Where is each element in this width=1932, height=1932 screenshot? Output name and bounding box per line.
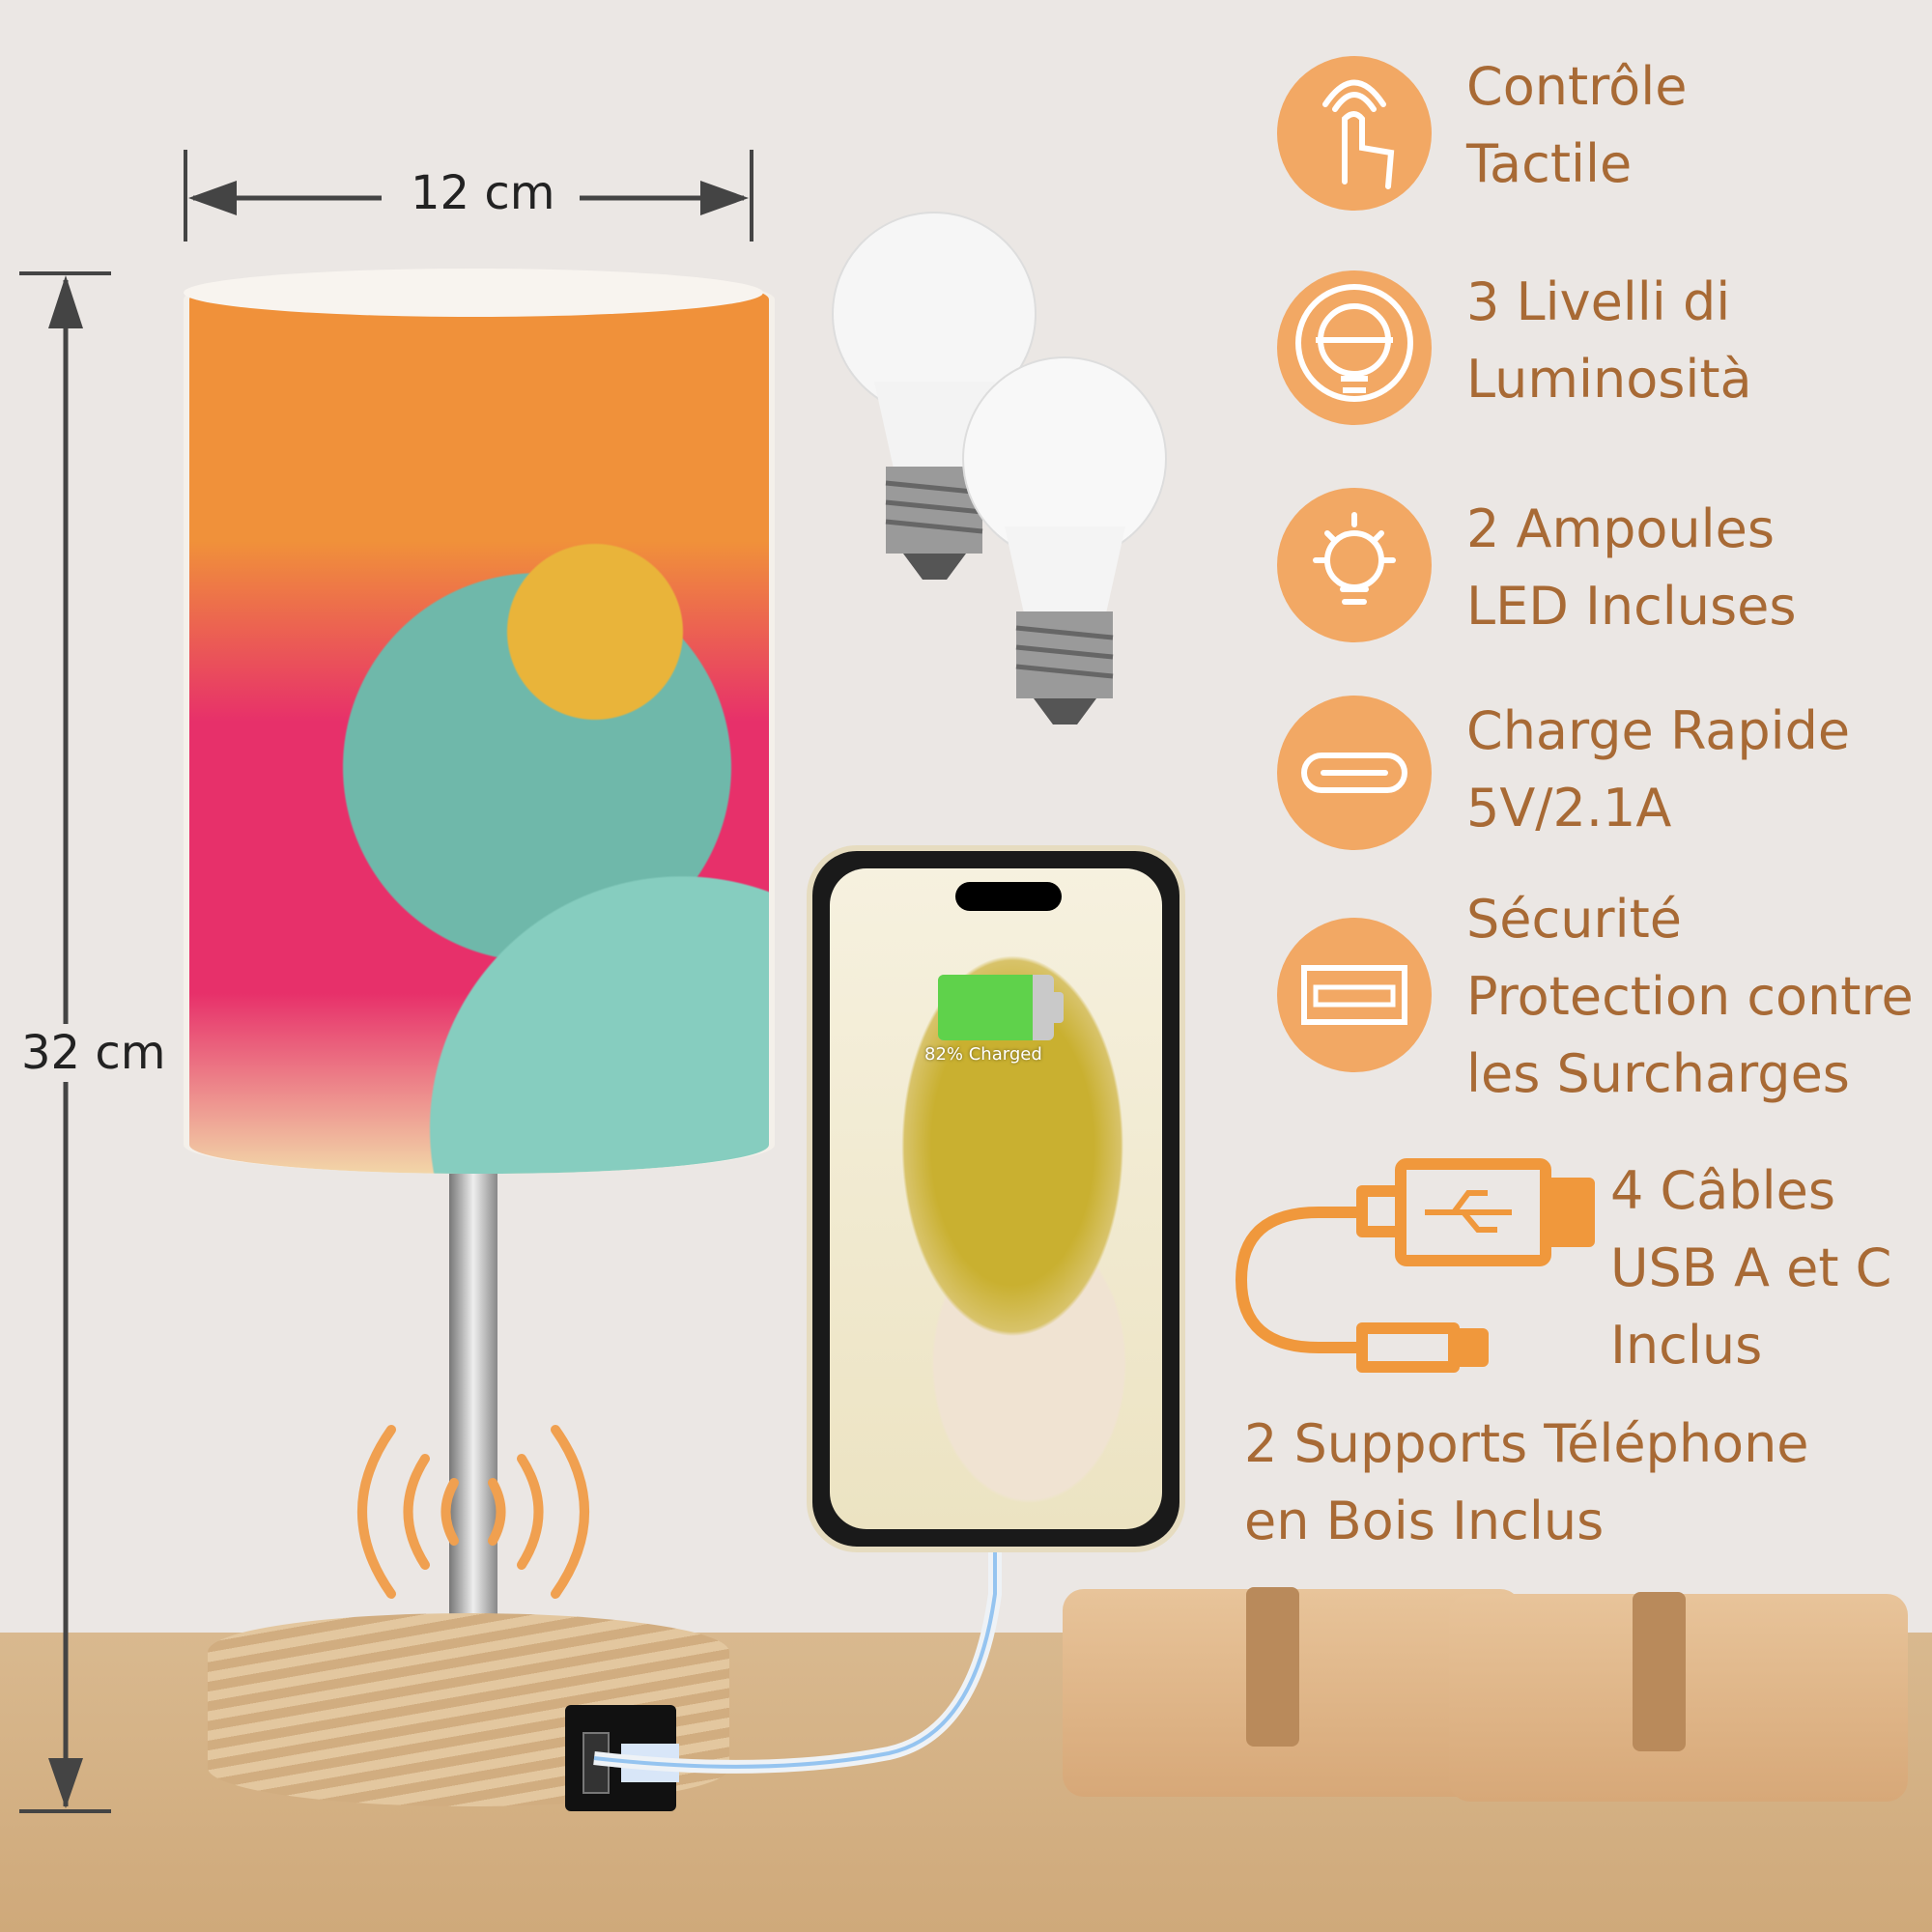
stand-slot [1246, 1587, 1299, 1747]
wooden-phone-stand-2 [1449, 1592, 1908, 1802]
feature-safety-text: Sécurité Protection contre les Surcharge… [1466, 889, 1914, 1104]
smartphone: 82% Charged [807, 845, 1185, 1552]
supports-text: 2 Supports Téléphone en Bois Inclus [1244, 1413, 1809, 1551]
light-bulb-icon [1277, 488, 1432, 642]
feature-brightness-text: 3 Livelli di Luminosità [1466, 271, 1752, 410]
touch-waves-icon [357, 1425, 589, 1599]
phone-notch [955, 882, 1062, 911]
usb-a-port-icon [1277, 918, 1432, 1072]
brightness-bulb-icon [1277, 270, 1432, 425]
wooden-phone-stand-1 [1063, 1587, 1521, 1797]
lamp-stem [449, 1174, 497, 1637]
feature-fast-charge-text: Charge Rapide 5V/2.1A [1466, 700, 1851, 838]
height-label: 32 cm [21, 1026, 166, 1080]
battery-label: 82% Charged [924, 1044, 1042, 1065]
feature-led-bulbs-text: 2 Ampoules LED Incluses [1466, 498, 1797, 637]
height-dimension-arrow [19, 271, 111, 1813]
feature-touch-control-text: Contrôle Tactile [1466, 56, 1688, 194]
charging-cable [593, 1546, 1002, 1774]
battery-fill [938, 975, 1034, 1040]
usb-c-port-icon [1277, 696, 1432, 850]
phone-screen: 82% Charged [830, 868, 1162, 1529]
touch-hand-icon [1277, 56, 1432, 211]
width-label: 12 cm [411, 166, 555, 220]
feature-cables-text: 4 Câbles USB A et C Inclus [1610, 1160, 1892, 1376]
stand-slot [1633, 1592, 1686, 1751]
led-bulb-2 [962, 356, 1167, 724]
width-dimension-arrow [184, 150, 753, 242]
mandala-lamp-shade [184, 270, 775, 1174]
usb-cable-icon [1236, 1158, 1595, 1373]
battery-icon [938, 975, 1064, 1040]
lamp-shade-rim [184, 269, 763, 317]
battery-cap [1054, 992, 1064, 1023]
